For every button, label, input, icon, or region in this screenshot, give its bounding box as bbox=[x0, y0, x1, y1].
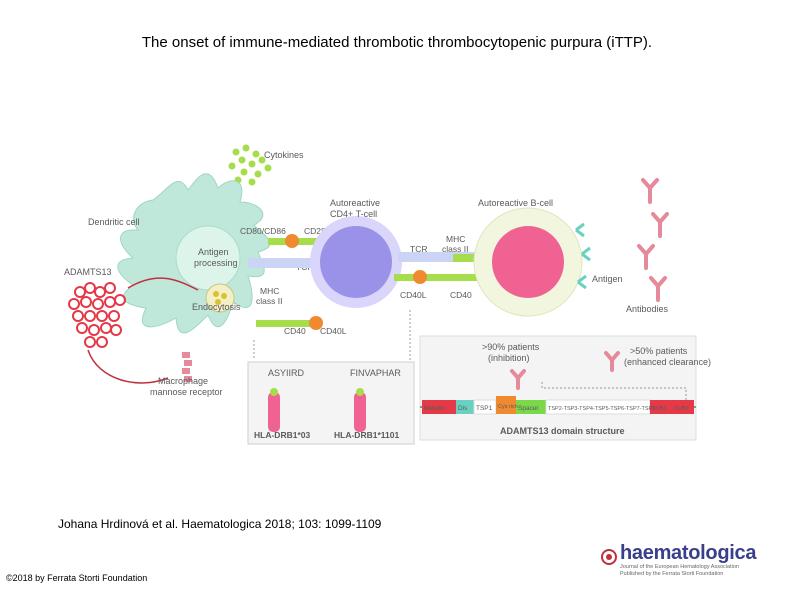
copyright: ©2018 by Ferrata Storti Foundation bbox=[6, 573, 148, 583]
cytokines-cluster bbox=[228, 144, 272, 186]
domain-cys-rich: Cys rich bbox=[498, 404, 518, 410]
cd80-cd86-label: CD80/CD86 bbox=[240, 226, 286, 236]
pct50-label-1: >50% patients bbox=[630, 346, 688, 356]
hla-1-label: HLA-DRB1*03 bbox=[254, 430, 310, 440]
tb-connectors bbox=[394, 252, 483, 284]
b-cell bbox=[473, 207, 591, 317]
dendritic-cell-label: Dendritic cell bbox=[88, 217, 140, 227]
pct50-label-2: (enhanced clearance) bbox=[624, 357, 711, 367]
domain-metallo: Metallo bbox=[424, 405, 445, 412]
t-cell bbox=[310, 216, 402, 308]
cd40-left-label: CD40 bbox=[284, 326, 306, 336]
dendritic-cell bbox=[117, 173, 271, 334]
logo-subtitle-2: Published by the Ferrata Storti Foundati… bbox=[620, 570, 724, 577]
adamts13-label: ADAMTS13 bbox=[64, 267, 112, 277]
mhc-left-label-1: MHC bbox=[260, 286, 279, 296]
endocytosis-arrow bbox=[127, 277, 199, 291]
mhc-left-label-2: class II bbox=[256, 296, 282, 306]
slide-title: The onset of immune-mediated thrombotic … bbox=[141, 34, 653, 51]
cd40-right-label: CD40 bbox=[450, 290, 472, 300]
domain-cub1: CUB1 bbox=[652, 406, 667, 412]
domain-panel bbox=[419, 335, 697, 441]
mannose-receptor bbox=[182, 352, 192, 382]
domain-cub2: CUB2 bbox=[674, 406, 689, 412]
antibodies-group bbox=[637, 178, 669, 302]
mhc-right-label-2: class II bbox=[442, 244, 468, 254]
domain-tsp2-8: TSP2-TSP3-TSP4-TSP5-TSP6-TSP7-TSP8 bbox=[548, 406, 655, 412]
domain-structure-title: ADAMTS13 domain structure bbox=[500, 426, 625, 436]
mhc-right-label-1: MHC bbox=[446, 234, 465, 244]
asyiird-label: ASYIIRD bbox=[268, 368, 305, 378]
macrophage-arrow bbox=[87, 349, 169, 384]
pct90-label-1: >90% patients bbox=[482, 342, 540, 352]
t-cell-label-1: Autoreactive bbox=[330, 198, 380, 208]
cd40l-left-label: CD40L bbox=[320, 326, 347, 336]
antigen-processing-label-1: Antigen bbox=[198, 247, 229, 257]
logo-subtitle: Journal of the European Hematology Assoc… bbox=[620, 564, 739, 577]
cytokines-label: Cytokines bbox=[264, 150, 304, 160]
domain-spacer: Spacer bbox=[518, 405, 539, 412]
macrophage-label-1: Macrophage bbox=[158, 376, 208, 386]
cd40l-right-label: CD40L bbox=[400, 290, 427, 300]
cd28-label: CD28 bbox=[304, 226, 326, 236]
antigen-label: Antigen bbox=[592, 274, 623, 284]
tcr-right-label: TCR bbox=[410, 244, 427, 254]
itp-onset-diagram: Cytokines Dendritic cell Antigen process… bbox=[64, 144, 711, 445]
t-cell-label-2: CD4+ T-cell bbox=[330, 209, 377, 219]
antibodies-label: Antibodies bbox=[626, 304, 669, 314]
logo-mark-icon bbox=[601, 549, 617, 565]
receptor-connectors bbox=[248, 234, 326, 330]
logo-subtitle-1: Journal of the European Hematology Assoc… bbox=[620, 564, 739, 570]
domain-tsp1: TSP1 bbox=[476, 405, 493, 412]
haematologica-logo: haematologica Journal of the European He… bbox=[598, 540, 778, 580]
hla-2-label: HLA-DRB1*1101 bbox=[334, 430, 399, 440]
domain-dis: Dis bbox=[458, 405, 468, 412]
antigen-processing-label-2: processing bbox=[194, 258, 238, 268]
finvaphar-label: FINVAPHAR bbox=[350, 368, 401, 378]
hla-panel bbox=[247, 361, 415, 445]
pct90-label-2: (inhibition) bbox=[488, 353, 530, 363]
endocytosis-label: Endocytosis bbox=[192, 302, 241, 312]
logo-name: haematologica bbox=[620, 542, 757, 564]
b-cell-label: Autoreactive B-cell bbox=[478, 198, 553, 208]
citation: Johana Hrdinová et al. Haematologica 201… bbox=[58, 517, 382, 531]
macrophage-label-2: mannose receptor bbox=[150, 387, 223, 397]
adamts13-molecules bbox=[68, 282, 126, 348]
